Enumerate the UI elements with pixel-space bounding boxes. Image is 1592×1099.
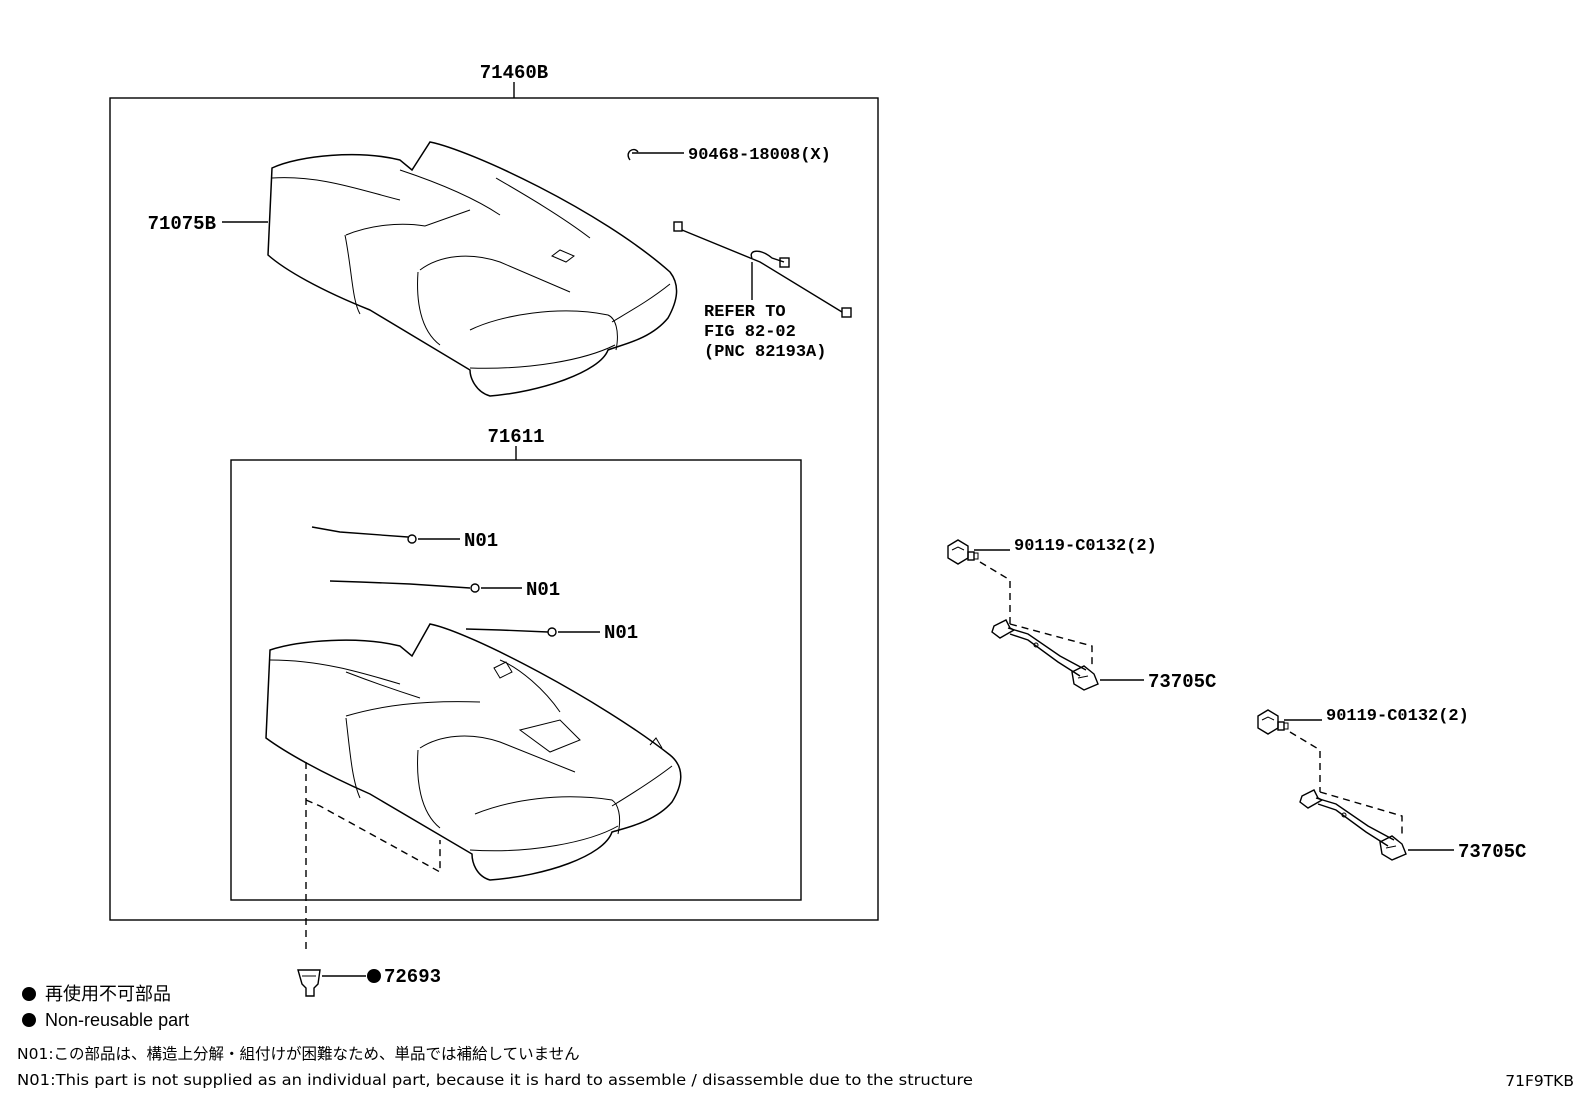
label-refer-line2: FIG 82-02 (704, 323, 796, 342)
hook-1-drawing (991, 619, 1099, 691)
note-jp: N01:この部品は、構造上分解・組付けが困難なため、単品では補給していません (17, 1045, 580, 1063)
cushion-pad-drawing (265, 623, 682, 881)
label-bolt-2[interactable]: 90119-C0132(2) (1326, 707, 1469, 726)
seat-cover-drawing (267, 141, 678, 397)
label-seat-assy[interactable]: 71460B (480, 62, 548, 84)
n01-wire-b (329, 580, 471, 589)
hog-ring-icon (627, 148, 639, 161)
label-n01-b[interactable]: N01 (526, 579, 560, 601)
label-bolt-1[interactable]: 90119-C0132(2) (1014, 537, 1157, 556)
n01-wire-a (311, 526, 409, 538)
label-refer-line1: REFER TO (704, 303, 786, 322)
clip-drawing (297, 969, 321, 997)
seat-assy-frame (109, 97, 879, 921)
label-cushion-pad[interactable]: 71611 (487, 426, 544, 448)
label-hook-1[interactable]: 73705C (1148, 671, 1216, 693)
bolt-2-drawing (1257, 709, 1289, 735)
legend-text-en: Non-reusable part (45, 1010, 189, 1030)
label-hog-ring[interactable]: 90468-18008(X) (688, 146, 831, 165)
non-reusable-marker-icon (367, 969, 381, 983)
legend-bullet-jp (22, 987, 36, 1001)
note-en: N01:This part is not supplied as an indi… (17, 1071, 973, 1089)
hook-2-drawing (1299, 789, 1407, 861)
bolt-1-drawing (947, 539, 979, 565)
label-refer-line3: (PNC 82193A) (704, 343, 826, 362)
legend-text-jp: 再使用不可部品 (45, 984, 171, 1004)
wire-harness-drawing (673, 221, 852, 318)
label-hook-2[interactable]: 73705C (1458, 841, 1526, 863)
label-seat-cover[interactable]: 71075B (148, 213, 216, 235)
label-n01-a[interactable]: N01 (464, 530, 498, 552)
label-clip[interactable]: 72693 (384, 966, 441, 988)
n01-wire-c (465, 628, 549, 633)
label-n01-c[interactable]: N01 (604, 622, 638, 644)
legend-bullet-en (22, 1013, 36, 1027)
figure-code: 71F9TKB (1505, 1072, 1574, 1090)
